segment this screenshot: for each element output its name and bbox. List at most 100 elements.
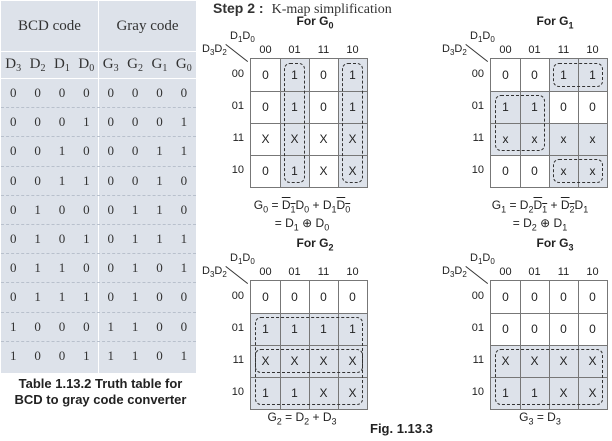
var-subscript: 1 [237, 35, 243, 45]
kmap-cell: 0 [549, 91, 578, 123]
bcd-code-header: BCD code [18, 18, 81, 34]
table-cell: 0 [156, 260, 163, 276]
subscript: 2 [40, 63, 46, 74]
eq-term: G [491, 198, 502, 212]
eq-subscript: 1 [290, 204, 296, 215]
row-label: 10 [471, 164, 484, 176]
table-cell: 1 [156, 172, 163, 188]
header-divider [1, 78, 196, 79]
kmap-cell: X [530, 354, 539, 368]
table-cell: 0 [180, 85, 188, 100]
kmap-cell: 0 [491, 59, 520, 91]
subscript: 0 [89, 63, 95, 74]
table-cell: 1 [58, 289, 66, 305]
subscript: 3 [16, 63, 22, 74]
kmap-cell: X [319, 354, 328, 368]
kmap-cell: 1 [589, 68, 596, 82]
table-cell: 1 [180, 347, 188, 363]
var-subscript: 2 [462, 270, 467, 280]
kmap-cell: x [589, 164, 596, 178]
table-cell: 0 [34, 143, 41, 159]
column-variables: D1D0 [230, 252, 255, 267]
table-cell: 0 [9, 114, 17, 130]
eq-term: = D [512, 216, 532, 231]
column-label: 10 [346, 266, 359, 278]
table-cell: 0 [180, 289, 188, 305]
row-divider [1, 194, 196, 196]
row-divider [1, 107, 196, 109]
column-label: 11 [317, 44, 330, 56]
kmap-cell: 0 [491, 281, 520, 313]
grid-line [251, 377, 367, 378]
eq-term: D [560, 198, 570, 212]
column-variables: D1D0 [470, 252, 495, 267]
eq-subscript: 1 [501, 204, 507, 215]
table-cell: 1 [107, 318, 114, 334]
row-label: 01 [471, 100, 484, 112]
grouping-loop [553, 159, 603, 183]
var-subscript: 3 [449, 270, 455, 280]
kmap-cell: 1 [320, 322, 327, 336]
table-cell: 0 [9, 85, 17, 100]
kmap-cell: 0 [309, 281, 338, 313]
kmap-cell: X [251, 123, 280, 155]
row-label: 00 [231, 290, 244, 302]
grouping-loop [342, 63, 363, 183]
column-label: 11 [557, 44, 570, 56]
column-variables: D1D0 [470, 30, 495, 45]
eq-subscript: 3 [555, 416, 561, 427]
row-label: 00 [471, 290, 484, 302]
kmap-cell: X [348, 386, 357, 400]
title-subscript: 2 [328, 242, 334, 253]
column-label: 00 [499, 44, 512, 56]
table-cell: 1 [34, 260, 41, 276]
eq-subscript: 2 [528, 204, 534, 215]
table-cell: 0 [156, 289, 163, 305]
table-cell: 1 [58, 260, 66, 276]
eq-term: = D [281, 410, 305, 424]
table-cell: 1 [83, 172, 90, 188]
table-cell: 1 [180, 114, 188, 130]
kmap-cell: 0 [251, 91, 280, 123]
kmap-cell: x [560, 132, 567, 146]
corner-diagonal [465, 266, 489, 285]
grid-line [251, 123, 367, 124]
eq-subscript: 0 [304, 204, 310, 215]
kmap-cell: 1 [502, 386, 509, 400]
table-cell: 0 [131, 114, 139, 130]
kmap-cell: x [560, 164, 567, 178]
table-cell: 0 [34, 318, 41, 334]
kmap-cell: 1 [262, 322, 269, 336]
kmap-cell: X [290, 354, 299, 368]
table-cell: 0 [107, 260, 114, 276]
table-cell: 0 [107, 85, 114, 100]
grid-line [491, 377, 607, 378]
eq-subscript: 2 [304, 416, 310, 427]
kmap-cell: X [588, 386, 597, 400]
kmap-cell: 1 [291, 322, 298, 336]
eq-term: G [267, 410, 277, 424]
eq-term: + D [309, 198, 332, 212]
eq-term: = D [506, 198, 529, 212]
var-subscript: 2 [222, 270, 227, 280]
eq-term: D [295, 198, 305, 212]
row-divider [1, 311, 196, 313]
table-cell: 0 [131, 172, 139, 188]
subscript: 1 [64, 63, 70, 74]
table-cell: 0 [58, 201, 66, 217]
column-label: 01 [288, 44, 301, 56]
eq-subscript: 3 [331, 416, 337, 427]
kmap-cell: 0 [309, 91, 338, 123]
var-subscript: 0 [250, 257, 255, 267]
table-cell: 0 [34, 172, 41, 188]
table-cell: 0 [83, 201, 90, 217]
table-cell: 0 [34, 114, 41, 130]
kmap-cell: 0 [578, 91, 607, 123]
grid-line [338, 281, 339, 409]
var-subscript: 3 [449, 48, 455, 58]
table-cell: 1 [131, 318, 139, 334]
eq-subscript: 0 [324, 222, 330, 233]
table-cell: 1 [180, 231, 188, 246]
